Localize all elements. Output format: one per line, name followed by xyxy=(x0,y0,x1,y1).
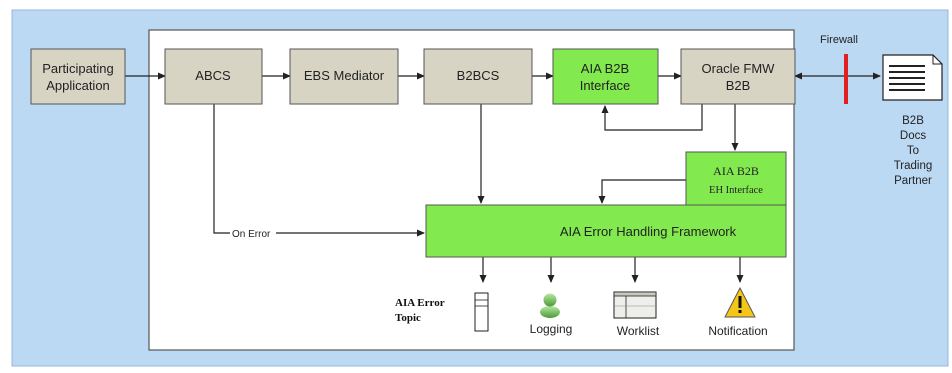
aia-error-topic-label: AIA Error xyxy=(395,297,445,309)
edge-abcs-on-error xyxy=(213,104,230,234)
on-error-label: On Error xyxy=(232,229,271,240)
b2b-docs-label-4: Trading xyxy=(894,160,933,172)
edge-eh-interface-to-framework xyxy=(598,179,686,204)
b2b-docs-label-5: Partner xyxy=(894,175,932,187)
edge-fmw-to-interface-loop xyxy=(601,104,703,131)
b2b-docs-label-3: To xyxy=(907,145,919,157)
node-ebs-mediator-label: EBS Mediator xyxy=(304,68,385,83)
b2b-docs-label-2: Docs xyxy=(900,130,926,142)
warning-icon xyxy=(724,286,756,318)
aia-error-topic-label-2: Topic xyxy=(395,312,421,324)
person-icon xyxy=(540,293,560,318)
node-oracle-fmw-b2b-label: Oracle FMW xyxy=(702,61,776,76)
node-aia-b2b-eh-interface-label: AIA B2B xyxy=(713,164,759,178)
node-error-handling-framework: AIA Error Handling Framework xyxy=(425,204,787,258)
worklist-label: Worklist xyxy=(617,324,660,338)
node-aia-b2b-eh-interface: AIA B2B EH Interface xyxy=(685,151,787,208)
node-participating-application: Participating Application xyxy=(30,48,126,105)
node-aia-b2b-interface-label-2: Interface xyxy=(580,78,631,93)
node-oracle-fmw-b2b: Oracle FMW B2B xyxy=(680,48,796,105)
node-abcs-label: ABCS xyxy=(195,68,231,83)
node-participating-application-label-2: Application xyxy=(46,78,110,93)
notification-label: Notification xyxy=(708,324,767,338)
worklist-icon xyxy=(613,291,657,319)
node-aia-b2b-eh-interface-label-2: EH Interface xyxy=(709,185,763,196)
node-oracle-fmw-b2b-label-2: B2B xyxy=(726,78,751,93)
node-ebs-mediator: EBS Mediator xyxy=(289,48,399,105)
document-icon xyxy=(882,54,943,101)
logging-label: Logging xyxy=(530,322,573,336)
queue-icon xyxy=(474,292,489,332)
node-aia-b2b-interface: AIA B2B Interface xyxy=(552,48,659,105)
node-error-handling-framework-label: AIA Error Handling Framework xyxy=(560,224,737,239)
node-b2bcs: B2BCS xyxy=(423,48,533,105)
firewall-label: Firewall xyxy=(820,34,858,46)
b2b-docs-label-1: B2B xyxy=(902,115,924,127)
node-b2bcs-label: B2BCS xyxy=(457,68,500,83)
node-abcs: ABCS xyxy=(164,48,263,105)
node-aia-b2b-interface-label: AIA B2B xyxy=(581,61,629,76)
node-participating-application-label: Participating xyxy=(42,61,114,76)
